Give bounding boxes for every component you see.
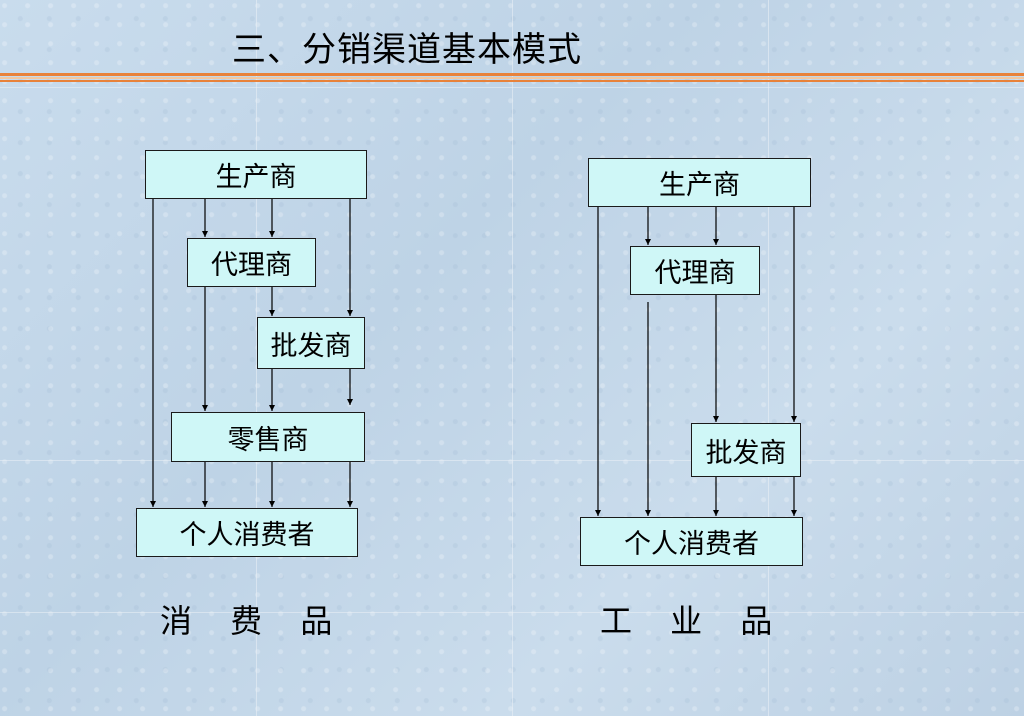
node-consumer: 个人消费者 (580, 517, 803, 566)
slide-title: 三、分销渠道基本模式 (232, 30, 582, 70)
node-consumer: 个人消费者 (136, 508, 358, 557)
node-agent: 代理商 (630, 246, 760, 295)
node-producer: 生产商 (145, 150, 367, 199)
node-producer: 生产商 (588, 158, 811, 207)
node-wholesaler: 批发商 (691, 423, 801, 477)
background-grid-line (768, 0, 769, 716)
node-retailer: 零售商 (171, 412, 365, 462)
title-rule-top (0, 73, 1024, 76)
node-wholesaler: 批发商 (257, 317, 365, 369)
title-rule-middle (0, 77, 1024, 79)
background-grid-line (256, 0, 257, 716)
caption-industrial-goods: 工 业 品 (600, 602, 787, 640)
title-rule-bottom (0, 80, 1024, 82)
caption-consumer-goods: 消 费 品 (160, 602, 347, 640)
background-grid-line (512, 0, 513, 716)
node-agent: 代理商 (187, 238, 316, 287)
